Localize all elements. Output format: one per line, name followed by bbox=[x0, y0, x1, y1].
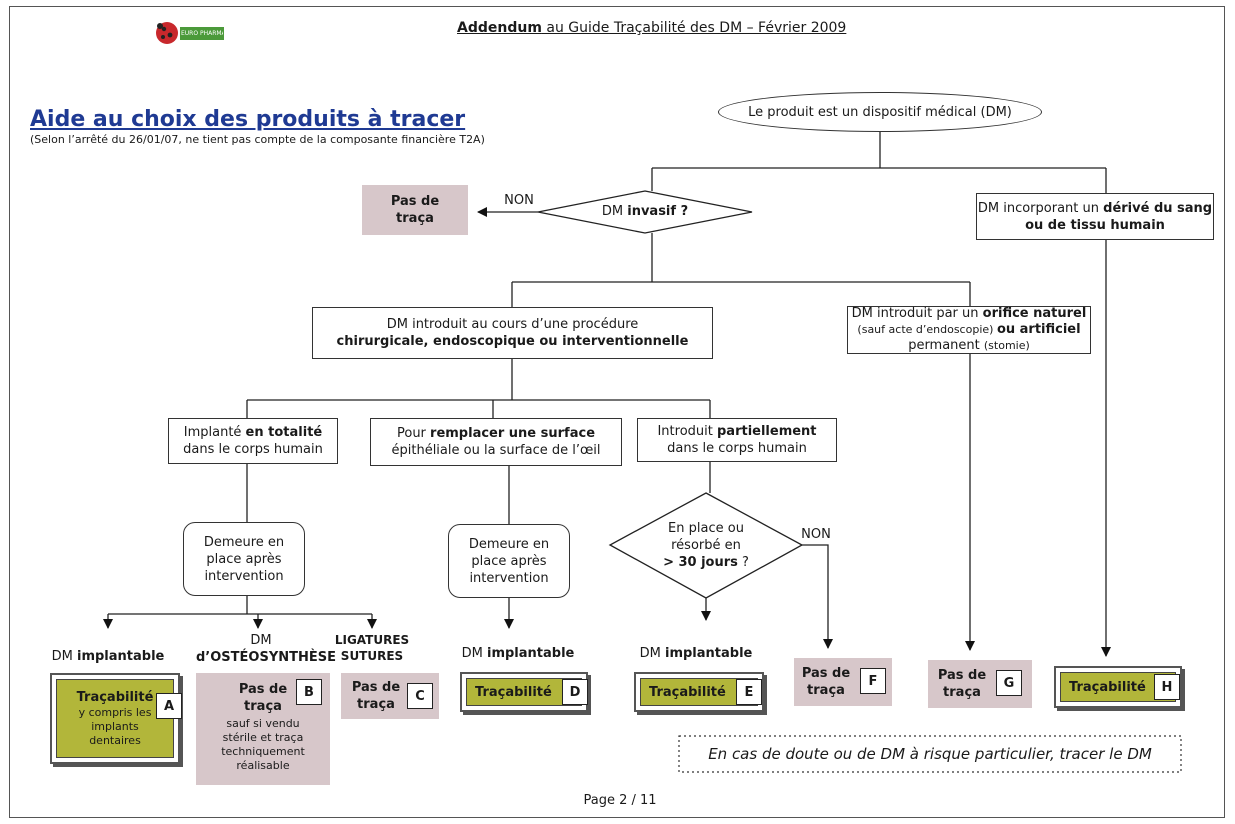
letter-h: H bbox=[1154, 674, 1180, 700]
letter-a: A bbox=[156, 693, 182, 719]
non-label-resorbe: NON bbox=[801, 527, 831, 542]
outcome-f: Pas de traça F bbox=[794, 658, 892, 706]
letter-c: C bbox=[407, 683, 433, 709]
outcome-e: Traçabilité E bbox=[634, 672, 764, 712]
note-box bbox=[678, 735, 1182, 773]
letter-d: D bbox=[562, 679, 588, 705]
page-number: Page 2 / 11 bbox=[583, 793, 657, 808]
totalite-node: Implanté en totalité dans le corps humai… bbox=[168, 418, 338, 464]
resorbe-question: En place ou résorbé en > 30 jours ? bbox=[663, 521, 749, 570]
outcome-h: Traçabilité H bbox=[1054, 666, 1182, 708]
caption-implantable-d: DM implantable bbox=[461, 646, 575, 661]
partiel-node: Introduit partiellement dans le corps hu… bbox=[637, 418, 837, 462]
logo-text: EURO PHARMAT bbox=[181, 30, 223, 37]
invasif-diamond bbox=[537, 190, 753, 234]
resorbe-diamond bbox=[608, 492, 804, 599]
note-text: En cas de doute ou de DM à risque partic… bbox=[708, 745, 1152, 763]
caption-implantable-a: DM implantable bbox=[51, 649, 165, 664]
outcome-g: Pas de traça G bbox=[928, 660, 1032, 708]
demeure-node-1: Demeure en place après intervention bbox=[183, 522, 305, 596]
logo: EURO PHARMAT bbox=[155, 20, 227, 46]
caption-ligatures: LIGATURES SUTURES bbox=[334, 633, 410, 663]
procedure-node: DM introduit au cours d’une procédure ch… bbox=[312, 307, 713, 359]
outcome-a: Traçabilité y compris les implants denta… bbox=[50, 673, 182, 764]
outcome-d: Traçabilité D bbox=[460, 672, 588, 712]
letter-g: G bbox=[996, 670, 1022, 696]
header-title: Addendum au Guide Traçabilité des DM – F… bbox=[457, 20, 847, 36]
demeure-node-2: Demeure en place après intervention bbox=[448, 524, 570, 598]
letter-e: E bbox=[736, 679, 762, 705]
start-node: Le produit est un dispositif médical (DM… bbox=[718, 92, 1042, 132]
outcome-b: Pas de traça sauf si vendu stérile et tr… bbox=[196, 673, 330, 785]
page-title: Aide au choix des produits à tracer bbox=[30, 107, 466, 132]
page-frame bbox=[9, 6, 1225, 818]
ladybug-icon bbox=[156, 22, 224, 44]
invasif-question: DM invasif ? bbox=[601, 204, 689, 219]
caption-implantable-e: DM implantable bbox=[639, 646, 753, 661]
outcome-pas-traca-top: Pas de traça bbox=[362, 185, 468, 235]
letter-b: B bbox=[296, 679, 322, 705]
derive-node: DM incorporant un dérivé du sang ou de t… bbox=[976, 193, 1214, 240]
non-label-invasif: NON bbox=[504, 193, 534, 208]
orifice-node: DM introduit par un orifice naturel (sau… bbox=[847, 306, 1091, 354]
letter-f: F bbox=[860, 668, 886, 694]
outcome-c: Pas de traça C bbox=[341, 673, 439, 719]
surface-node: Pour remplacer une surface épithéliale o… bbox=[370, 418, 622, 466]
page-subtitle: (Selon l’arrêté du 26/01/07, ne tient pa… bbox=[30, 133, 485, 146]
caption-osteosynthese: DM d’OSTÉOSYNTHÈSE bbox=[196, 633, 336, 665]
